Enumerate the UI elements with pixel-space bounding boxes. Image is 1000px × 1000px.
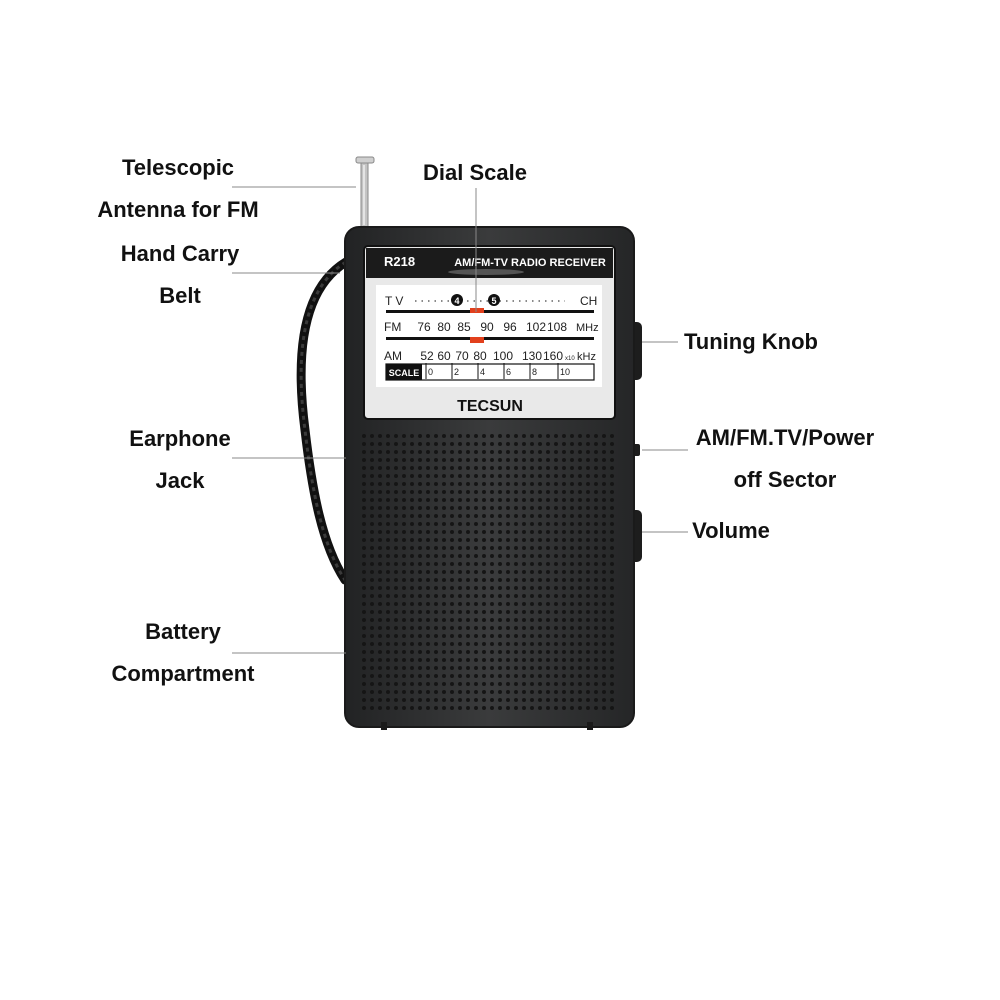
ch-label: CH (580, 294, 597, 308)
scale-tick-10: 10 (560, 367, 570, 377)
battery-callout: Battery Compartment (111, 619, 255, 686)
scale-tick-4: 4 (480, 367, 485, 377)
scale-tick-0: 0 (428, 367, 433, 377)
tuning-callout: Tuning Knob (684, 329, 818, 354)
brand-label: TECSUN (457, 398, 523, 415)
belt-callout: Hand Carry Belt (120, 241, 240, 308)
fm-unit: MHz (576, 322, 599, 334)
subtitle-label: AM/FM-TV RADIO RECEIVER (454, 257, 606, 269)
fm-tick-90: 90 (480, 320, 494, 334)
dial-scale-callout: Dial Scale (423, 160, 527, 185)
scale-tick-6: 6 (506, 367, 511, 377)
carry-strap (296, 257, 351, 585)
am-tick-100: 100 (493, 349, 513, 363)
am-tick-130: 130 (522, 349, 542, 363)
am-tick-60: 60 (437, 349, 451, 363)
model-label: R218 (384, 254, 415, 269)
volume-callout: Volume (692, 518, 770, 543)
fm-tick-76: 76 (417, 320, 431, 334)
am-unit: kHz (577, 351, 596, 363)
dial-panel: R218 AM/FM-TV RADIO RECEIVER TV 4 5 CH F… (363, 245, 616, 420)
am-tick-80: 80 (473, 349, 487, 363)
tv-channel-4: 4 (454, 296, 459, 306)
scale-label: SCALE (389, 368, 420, 378)
am-tick-160: 160 (543, 349, 563, 363)
dial-pointer-bottom (470, 337, 484, 343)
am-tick-52: 52 (420, 349, 434, 363)
am-label: AM (384, 349, 402, 363)
fm-tick-108: 108 (547, 320, 567, 334)
antenna (355, 156, 375, 228)
am-tick-70: 70 (455, 349, 469, 363)
scale-tick-8: 8 (532, 367, 537, 377)
fm-tick-80: 80 (437, 320, 451, 334)
speaker-grille (360, 430, 618, 712)
fm-tick-85: 85 (457, 320, 471, 334)
fm-tick-96: 96 (503, 320, 517, 334)
scale-tick-2: 2 (454, 367, 459, 377)
tv-label: TV (385, 294, 406, 308)
dial-pointer-top (470, 308, 484, 313)
earphone-callout: Earphone Jack (129, 426, 231, 493)
fm-tick-102: 102 (526, 320, 546, 334)
fm-label: FM (384, 320, 401, 334)
am-unit-prefix: x10 (565, 356, 575, 362)
mode-callout: AM/FM.TV/Power off Sector (695, 425, 875, 492)
tv-channel-5: 5 (491, 296, 496, 306)
antenna-callout: Telescopic Antenna for FM (97, 155, 259, 222)
